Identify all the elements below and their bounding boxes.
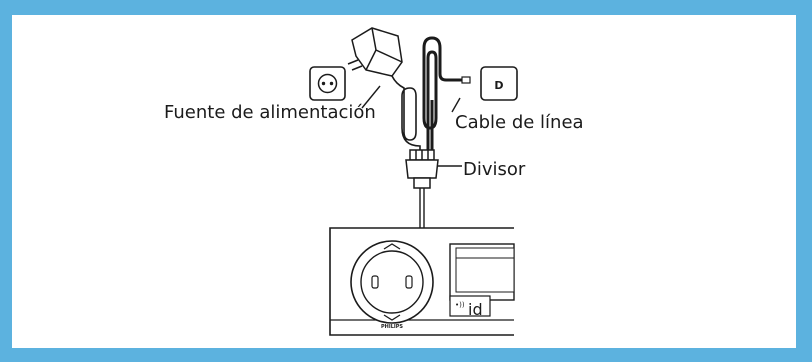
power-supply-label: Fuente de alimentación xyxy=(164,102,376,123)
power-wall-socket xyxy=(309,66,346,101)
power-adapter xyxy=(347,27,403,77)
line-cable xyxy=(422,36,462,156)
base-cable xyxy=(419,188,425,228)
base-brand: PHILIPS xyxy=(381,324,403,330)
power-supply-leader xyxy=(361,85,381,109)
line-socket-glyph: D xyxy=(494,79,503,92)
line-cable-label: Cable de línea xyxy=(455,112,584,133)
rj11-plug xyxy=(461,76,471,84)
base-id-logo: id xyxy=(468,300,483,319)
line-wall-socket: D xyxy=(480,66,518,101)
adapter-cable xyxy=(391,75,421,156)
base-station xyxy=(329,227,515,336)
base-badge: •)) xyxy=(455,301,465,309)
splitter xyxy=(405,149,439,189)
splitter-label: Divisor xyxy=(463,159,526,180)
line-cable-leader xyxy=(451,97,461,113)
